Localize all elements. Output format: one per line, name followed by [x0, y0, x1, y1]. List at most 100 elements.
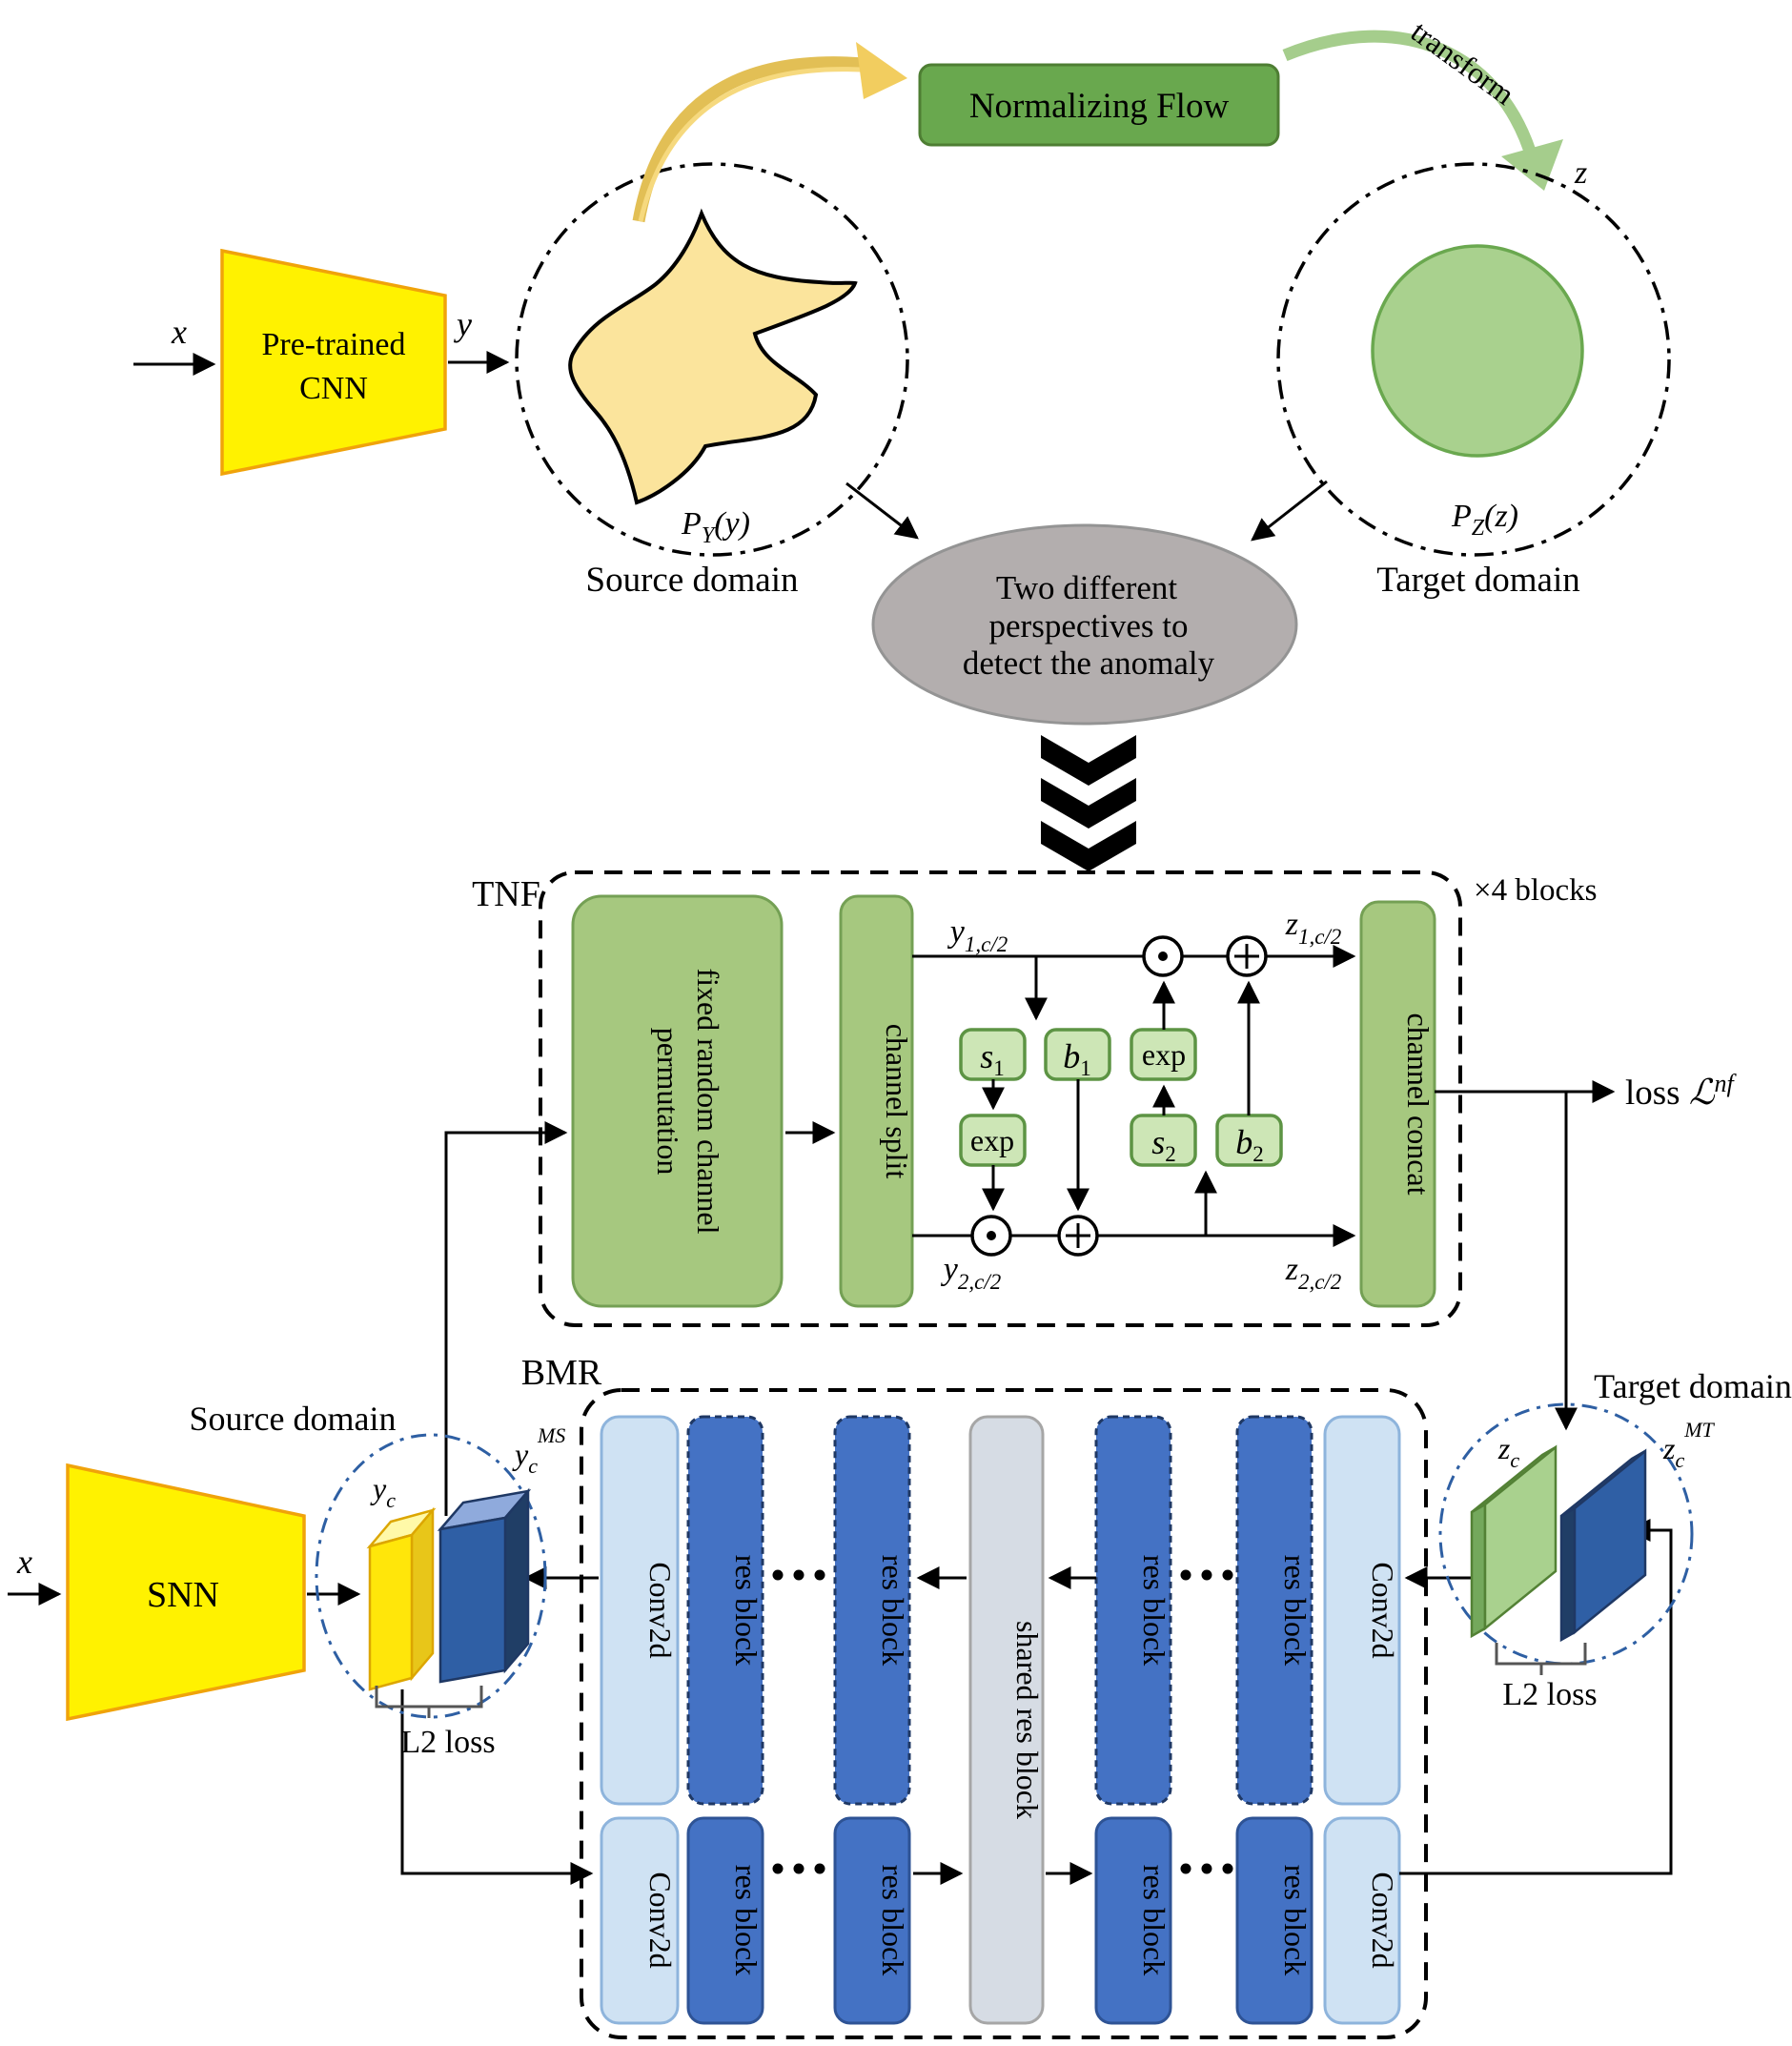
res-block-bottom-3 [1094, 1816, 1172, 2025]
res-block-bottom-3-label: res block [1137, 1865, 1171, 1975]
perspectives-ellipse [871, 523, 1298, 726]
res-block-bottom-1 [686, 1816, 764, 2025]
conv2d-top-left [600, 1415, 680, 1806]
permutation-box [571, 894, 784, 1308]
yc-label: yc [370, 1471, 396, 1512]
chevron-down-icon [1041, 735, 1136, 871]
res-block-top-4 [1235, 1415, 1313, 1806]
ycms-slab [437, 1487, 532, 1684]
l2-bracket-right [1495, 1643, 1587, 1675]
res-block-bottom-1-label: res block [729, 1865, 764, 1975]
res-block-top-1 [686, 1415, 764, 1806]
exp-top-label: exp [1142, 1037, 1186, 1072]
s2-label: s2 [1151, 1123, 1176, 1166]
b2-label: b2 [1235, 1123, 1264, 1166]
loss-label: loss ℒnf [1625, 1070, 1737, 1113]
source-domain-caption: Source domain [586, 561, 799, 600]
oplus-bottom-icon [1057, 1215, 1099, 1257]
res-block-top-1-label: res block [729, 1555, 764, 1666]
target-domain-caption: Target domain [1376, 561, 1580, 600]
arc-yellow-arrowhead-icon [856, 42, 907, 99]
pretrained-cnn-label-2: CNN [299, 371, 368, 406]
res-block-top-4-label: res block [1278, 1555, 1313, 1666]
target-domain-circle [1276, 162, 1671, 557]
res-block-bottom-4 [1235, 1816, 1313, 2025]
res-block-top-3 [1094, 1415, 1172, 1806]
shared-res-block [968, 1415, 1045, 2025]
s1-label: s1 [980, 1037, 1005, 1080]
permutation-label-2: permutation [651, 1028, 685, 1176]
pretrained-cnn-label-1: Pre-trained [261, 327, 405, 362]
conv2d-top-left-label: Conv2d [643, 1562, 678, 1658]
res-block-bottom-2-label: res block [876, 1865, 910, 1975]
y1-label: y1,c/2 [947, 914, 1008, 956]
conv2d-bottom-right [1323, 1816, 1401, 2025]
permutation-label-1: fixed random channel [691, 969, 725, 1235]
zc-slab [1470, 1444, 1558, 1639]
pz-label: PZ(z) [1451, 499, 1518, 541]
zcmt-slab [1559, 1448, 1647, 1643]
ellipse-line-1: Two different [996, 569, 1178, 606]
b1-label: b1 [1063, 1037, 1091, 1080]
target-domain-bottom-caption: Target domain [1594, 1367, 1792, 1405]
x-input-label: x [171, 313, 187, 351]
shared-res-block-label: shared res block [1010, 1621, 1045, 1819]
bmr-dashed-box [580, 1388, 1428, 2039]
normalizing-flow-box [918, 63, 1280, 147]
ellipse-line-2: perspectives to [989, 607, 1189, 644]
tnf-dashed-box [539, 870, 1462, 1327]
x4-blocks-label: ×4 blocks [1474, 873, 1598, 908]
channel-split-label: channel split [880, 1024, 914, 1179]
source-distribution-blob [568, 208, 858, 505]
yc-slab [366, 1506, 437, 1691]
ellipse-line-3: detect the anomaly [963, 644, 1215, 682]
res-block-bottom-4-label: res block [1278, 1865, 1313, 1975]
exp-left-label: exp [970, 1123, 1014, 1157]
l2-bracket-left [375, 1686, 483, 1718]
odot-bottom-icon [970, 1215, 1012, 1257]
y-output-label: y [454, 305, 472, 343]
target-distribution-circle [1371, 244, 1584, 458]
zcmt-label: zcMT [1662, 1418, 1716, 1472]
y2-label: y2,c/2 [941, 1252, 1001, 1294]
zc-label: zc [1497, 1431, 1519, 1472]
channel-concat-label: channel concat [1401, 1013, 1436, 1196]
py-label: PY(y) [681, 506, 750, 548]
tnf-title: TNF [472, 874, 540, 914]
transform-label: transform [1405, 14, 1521, 112]
conv2d-top-right-label: Conv2d [1366, 1562, 1400, 1658]
conv2d-bottom-left-label: Conv2d [643, 1872, 678, 1968]
z-label: z [1574, 155, 1587, 191]
source-domain-bottom-caption: Source domain [190, 1400, 397, 1438]
target-domain-bottom-circle [1438, 1402, 1694, 1666]
oplus-top-icon [1226, 935, 1268, 977]
res-block-top-2 [833, 1415, 911, 1806]
l2-loss-left-label: L2 loss [400, 1725, 495, 1760]
z2-label: z2,c/2 [1285, 1252, 1342, 1294]
normalizing-flow-label: Normalizing Flow [969, 87, 1230, 126]
snn-label: SNN [147, 1575, 219, 1615]
yc-to-bottom-conv-line [400, 1689, 594, 1885]
bmr-title: BMR [521, 1353, 602, 1393]
res-block-bottom-2 [833, 1816, 911, 2025]
ycms-label: ycMS [512, 1423, 565, 1478]
arrow-target-to-ellipse [1251, 480, 1328, 542]
arc-nf-to-target [1282, 30, 1539, 162]
pretrained-cnn-shape [220, 248, 447, 477]
ellipsis-dots [772, 1569, 1233, 1874]
conv2d-bottom-right-label: Conv2d [1366, 1872, 1400, 1968]
arc-source-to-nf-highlight [638, 67, 876, 222]
channel-concat-box [1359, 900, 1436, 1308]
res-block-top-2-label: res block [876, 1555, 910, 1666]
tnf-input-line [444, 1121, 568, 1516]
arc-source-to-nf [632, 56, 876, 223]
arrow-source-to-ellipse [845, 481, 919, 540]
bottom-row-to-zcmt-line [1399, 1519, 1673, 1875]
z1-label: z1,c/2 [1285, 907, 1342, 949]
conv2d-bottom-left [600, 1816, 680, 2025]
res-block-top-3-label: res block [1137, 1555, 1171, 1666]
odot-top-icon [1142, 935, 1184, 977]
x-bottom-label: x [16, 1543, 32, 1581]
channel-split-box [839, 894, 914, 1308]
